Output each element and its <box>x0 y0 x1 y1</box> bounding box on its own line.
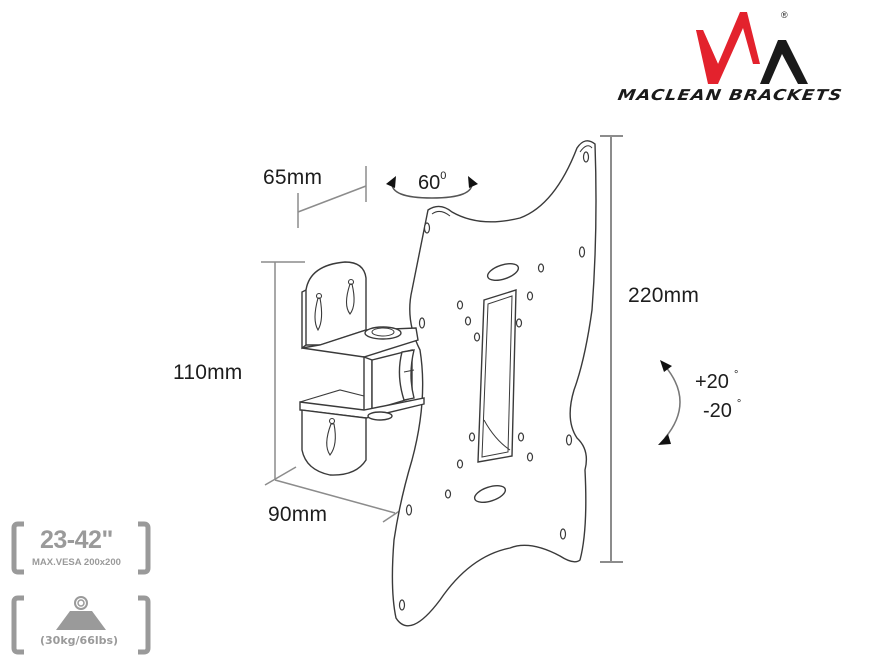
load-capacity-badge: (30kg/66lbs) <box>10 594 152 655</box>
bracket-frame-icon <box>11 521 151 575</box>
depth-min-label: 65mm <box>263 166 323 189</box>
vesa-spec: MAX.VESA 200x200 <box>32 557 121 568</box>
maclean-m-logo-icon <box>696 12 808 84</box>
tilt-down-unit: ° <box>736 398 742 411</box>
dimension-line-65 <box>297 166 367 228</box>
wall-bracket <box>299 261 425 476</box>
tilt-up-value: +20 <box>695 371 729 393</box>
swivel-angle-value: 60 <box>418 172 441 194</box>
bracket-frame-icon <box>11 595 151 655</box>
registered-mark: ® <box>781 10 788 20</box>
dimension-line-110 <box>261 261 305 480</box>
dimension-line-220 <box>600 135 623 563</box>
weight-icon <box>56 596 106 630</box>
depth-max-label: 90mm <box>268 503 328 526</box>
screen-size-badge: 23-42" MAX.VESA 200x200 <box>10 520 152 576</box>
tv-mount-plate <box>391 140 597 627</box>
tilt-down-value: -20 <box>703 400 732 422</box>
screen-size-range: 23-42" <box>40 526 113 554</box>
brand-logo: ® MACLEAN BRACKETS <box>610 6 890 106</box>
tv-plate-height-label: 220mm <box>628 284 700 307</box>
wall-plate-height-label: 110mm <box>173 361 243 384</box>
swivel-arrow-icon <box>386 176 478 199</box>
tilt-arrow-icon <box>658 360 681 445</box>
tilt-up-label: +20 ° <box>695 369 739 394</box>
tilt-down-label: -20 ° <box>703 398 742 423</box>
load-capacity-text: (30kg/66lbs) <box>40 634 119 647</box>
swivel-angle-label: 600 <box>418 170 447 195</box>
tilt-up-unit: ° <box>733 369 739 382</box>
swivel-angle-unit: 0 <box>440 170 447 183</box>
